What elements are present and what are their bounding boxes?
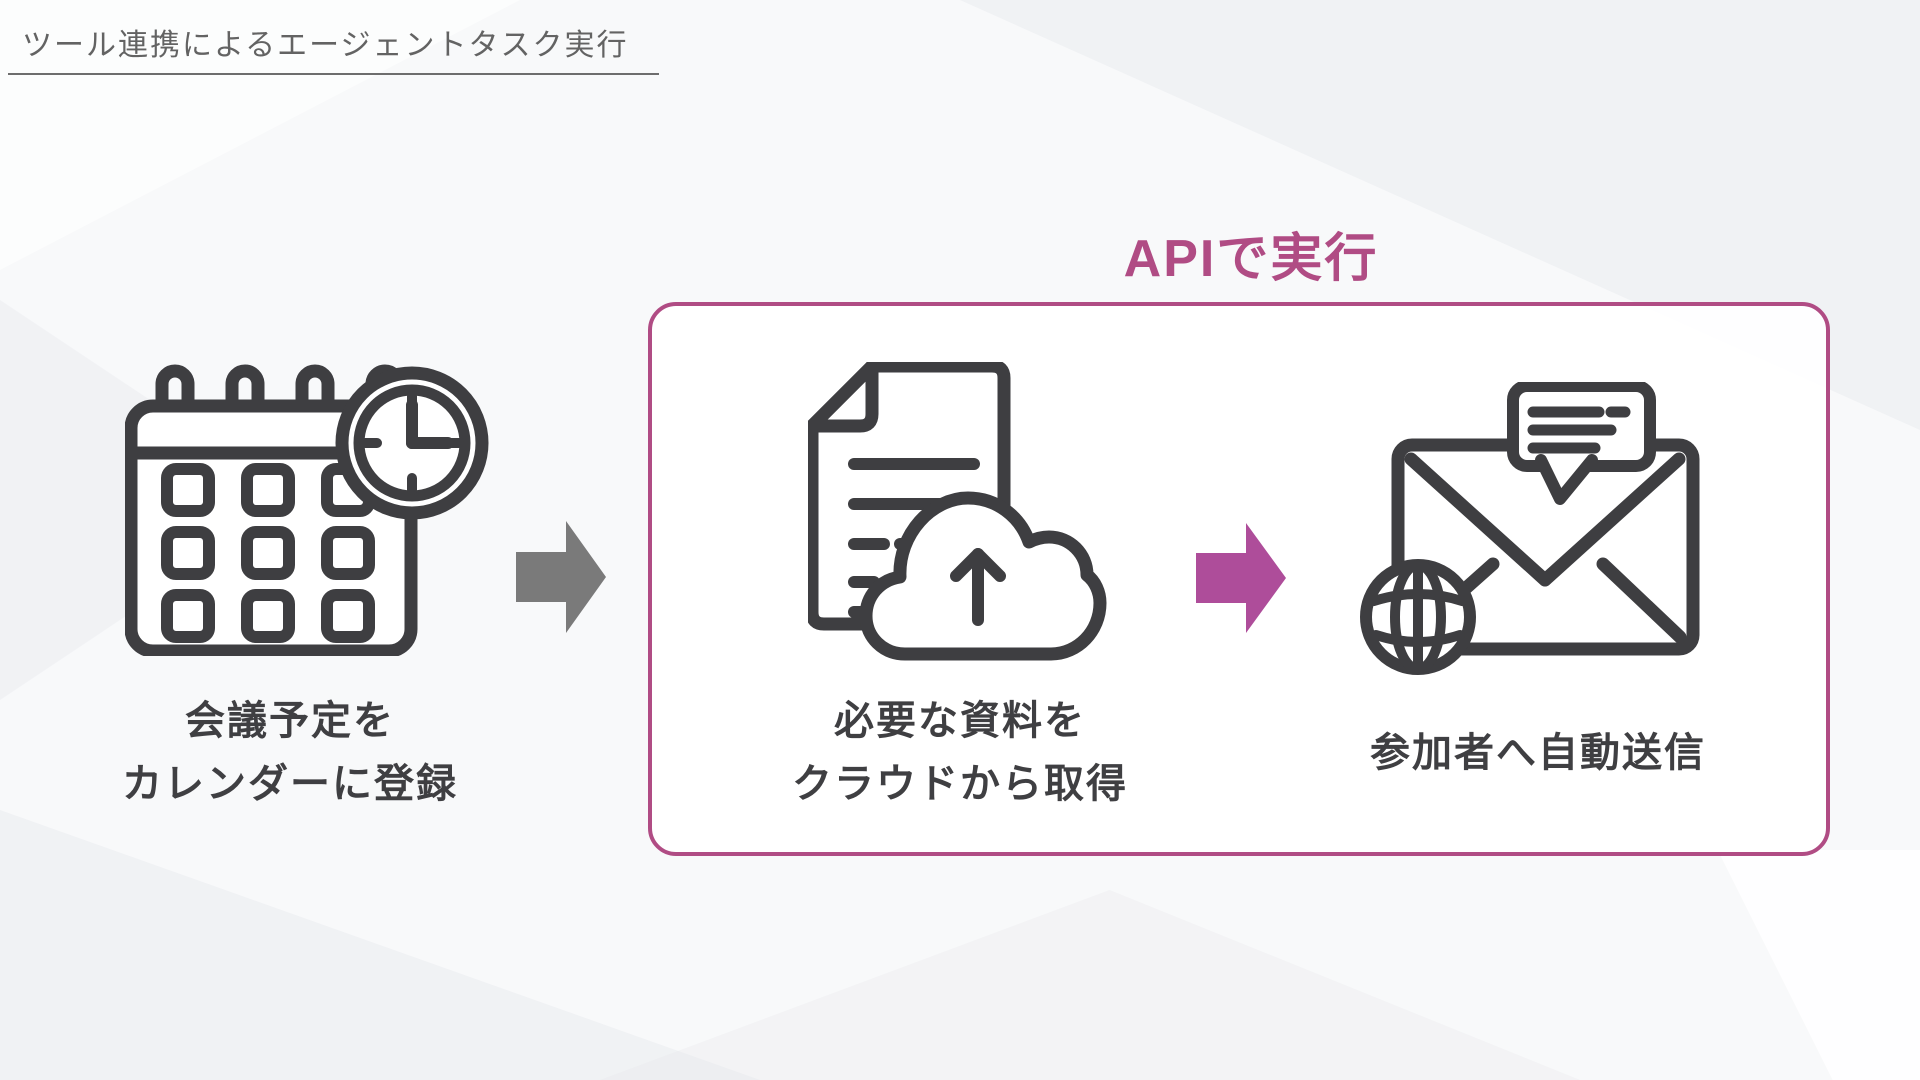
background-facet bbox=[1717, 850, 1920, 1080]
caption-line: カレンダーに登録 bbox=[122, 762, 458, 806]
document-cloud-upload-icon bbox=[808, 362, 1107, 661]
caption-line: 会議予定を bbox=[185, 699, 395, 743]
step-caption-register-calendar: 会議予定を カレンダーに登録 bbox=[30, 690, 550, 816]
background-facet bbox=[0, 810, 760, 1080]
step-caption-auto-send: 参加者へ自動送信 bbox=[1328, 722, 1748, 785]
email-globe-icon bbox=[1360, 382, 1700, 675]
background-facet bbox=[600, 890, 1580, 1080]
page-title: ツール連携によるエージェントタスク実行 bbox=[8, 14, 659, 75]
arrow-step2-step3-icon bbox=[1196, 523, 1286, 633]
caption-line: 必要な資料を bbox=[834, 699, 1086, 743]
arrow-step1-step2-icon bbox=[516, 521, 606, 633]
caption-line: 参加者へ自動送信 bbox=[1370, 731, 1706, 775]
calendar-clock-icon bbox=[125, 364, 489, 656]
api-execution-label: APIで実行 bbox=[1123, 230, 1379, 288]
step-caption-fetch-from-cloud: 必要な資料を クラウドから取得 bbox=[720, 690, 1200, 816]
caption-line: クラウドから取得 bbox=[792, 762, 1128, 806]
